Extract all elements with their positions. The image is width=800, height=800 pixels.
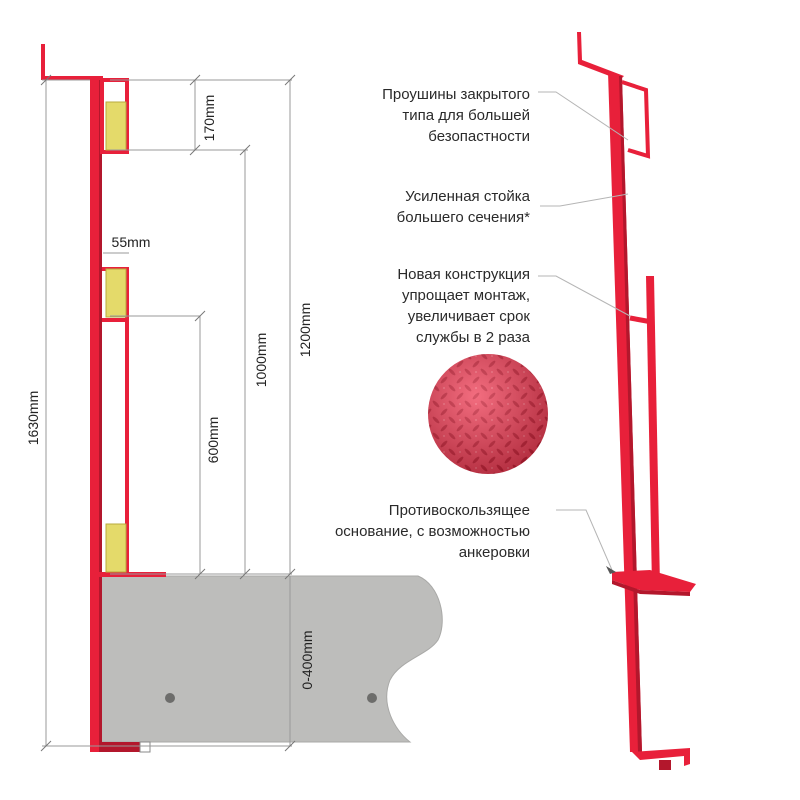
- perspective-base-plate: [612, 570, 696, 592]
- middle-bracket-arm: [125, 267, 129, 575]
- callout-line: службы в 2 раза: [415, 329, 530, 346]
- perspective-clamp-screw: [659, 760, 671, 770]
- leader-arrowhead: [606, 566, 616, 574]
- dim-label-1200: 1200mm: [297, 303, 313, 357]
- dim-label-55: 55mm: [112, 234, 151, 250]
- callout-line: большего сечения*: [396, 209, 530, 226]
- bottom-clamp-jaw: [139, 741, 151, 753]
- perspective-bottom-clamp: [632, 748, 690, 766]
- side-elevation: 170mm 55mm 600mm 1000mm 1200mm 1630mm 0-…: [25, 44, 443, 753]
- perspective-top-eyelet: [621, 80, 651, 159]
- callout-line: безопастности: [428, 128, 530, 145]
- top-hook-vertical: [41, 44, 45, 80]
- dim-label-600: 600mm: [205, 417, 221, 464]
- perspective-base-plate-edge: [612, 580, 690, 596]
- callout-new-design: Новая конструкция упрощает монтаж, увели…: [397, 264, 530, 348]
- callout-line: основание, с возможностью: [334, 523, 530, 540]
- callout-line: типа для большей: [402, 107, 530, 124]
- perspective-view: [577, 32, 696, 770]
- callout-line: анкеровки: [458, 544, 530, 561]
- leader-lines: [538, 91, 631, 571]
- wood-board-bottom: [105, 523, 127, 573]
- bottom-clamp: [100, 742, 142, 752]
- concrete-slab: [99, 575, 443, 743]
- anti-slip-texture-disc: [428, 354, 548, 474]
- dim-label-0-400: 0-400mm: [299, 630, 315, 689]
- main-post-shadow: [99, 78, 102, 752]
- top-hook-horizontal: [41, 76, 103, 80]
- callout-line: упрощает монтаж,: [401, 287, 530, 304]
- dimension-lines: [42, 79, 292, 747]
- callout-line: Усиленная стойка: [405, 188, 530, 205]
- wood-board-middle: [105, 268, 127, 318]
- dim-label-170: 170mm: [201, 95, 217, 142]
- callout-line: Противоскользящее: [388, 502, 530, 519]
- slab-hole: [367, 693, 377, 703]
- perspective-middle-bracket: [646, 276, 660, 586]
- callout-line: Проушины закрытого: [382, 86, 530, 103]
- middle-bracket-mid: [102, 318, 127, 322]
- callout-reinforced-post: Усиленная стойка большего сечения*: [397, 186, 530, 228]
- perspective-top-hook: [577, 32, 624, 80]
- dim-label-1000: 1000mm: [253, 333, 269, 387]
- dim-label-1630: 1630mm: [25, 391, 41, 445]
- callout-eyelets: Проушины закрытого типа для большей безо…: [382, 84, 530, 147]
- dimension-ticks: [40, 74, 296, 752]
- wood-board-top: [105, 101, 127, 151]
- slab-hole: [165, 693, 175, 703]
- callout-anti-slip-base: Противоскользящее основание, с возможнос…: [335, 500, 530, 563]
- callout-line: увеличивает срок: [407, 308, 530, 325]
- callout-line: Новая конструкция: [397, 266, 530, 283]
- perspective-middle-arm: [629, 315, 653, 325]
